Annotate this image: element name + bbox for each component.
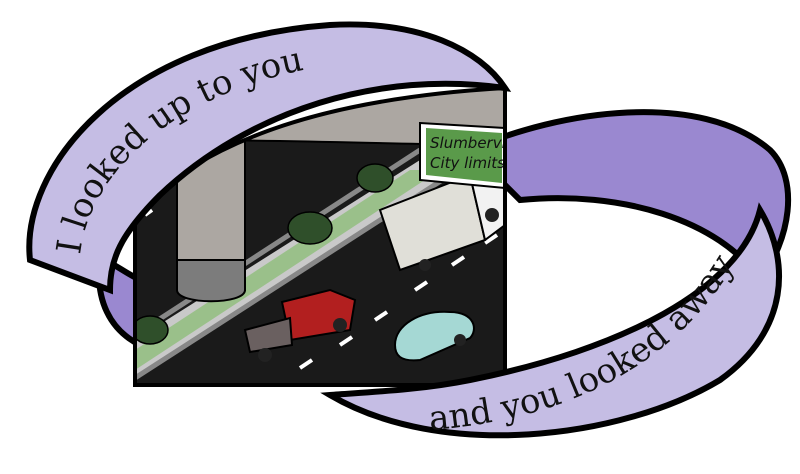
compact-car bbox=[393, 310, 475, 362]
median-grass bbox=[135, 170, 440, 370]
overpass-pillar-base bbox=[176, 259, 246, 303]
ribbon-top-arc bbox=[26, 21, 512, 295]
wheel bbox=[333, 318, 347, 332]
pickup-truck-bed bbox=[243, 316, 294, 354]
wheel bbox=[485, 208, 499, 222]
city-limits-sign: Slumberville City limits bbox=[419, 121, 523, 190]
wheel bbox=[419, 259, 431, 271]
wheel bbox=[454, 334, 466, 346]
bush bbox=[356, 163, 394, 193]
sign-line-1: Slumberville bbox=[430, 134, 523, 152]
bush bbox=[135, 315, 169, 345]
lane-markings bbox=[143, 208, 499, 370]
ribbon-back-right bbox=[464, 109, 792, 286]
ribbon-bottom-arc bbox=[320, 202, 783, 439]
sign-line-2: City limits bbox=[430, 154, 505, 172]
bush bbox=[287, 211, 333, 245]
wheel bbox=[258, 348, 272, 362]
